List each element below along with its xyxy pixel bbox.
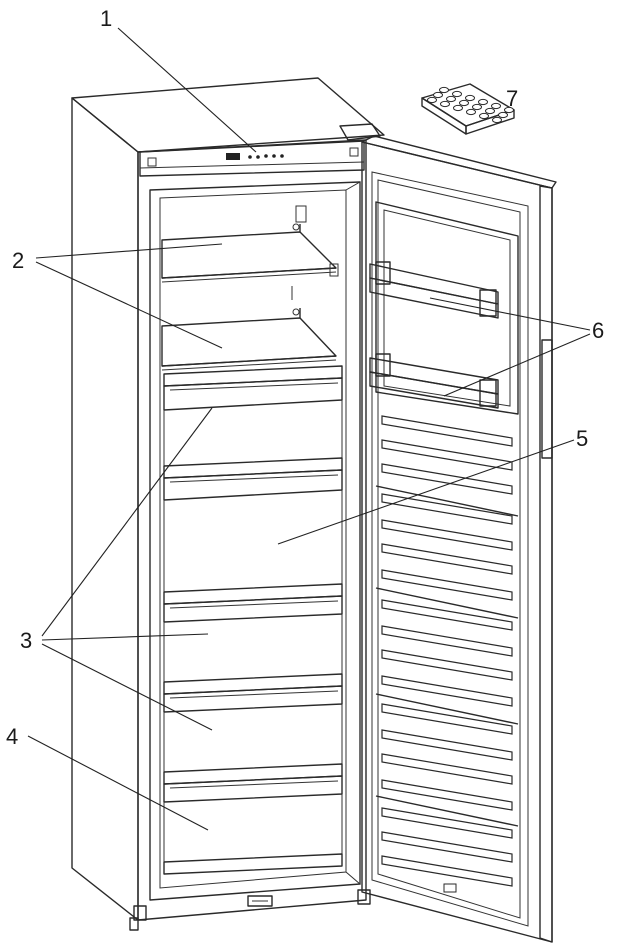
door-rib	[381, 807, 513, 839]
ice-tray-cell	[491, 102, 501, 110]
door-rib	[381, 463, 513, 495]
leader-3a	[41, 407, 213, 637]
ice-tray-cell	[446, 95, 456, 103]
ice-tray-cell	[465, 94, 475, 102]
ice-tray-cell	[492, 116, 502, 124]
drawers	[163, 365, 343, 875]
ice-tray-cell	[427, 96, 437, 104]
door-rib	[381, 519, 513, 551]
door	[361, 135, 557, 943]
leader-2a	[35, 243, 223, 259]
door-rib	[381, 855, 513, 887]
ice-tray-cell	[439, 86, 449, 94]
door-rib	[381, 831, 513, 863]
front-foot-left	[133, 905, 147, 921]
shelves	[161, 223, 339, 371]
door-bin-upper	[369, 261, 499, 319]
cabinet-top-panel	[71, 77, 385, 153]
callout-4: 4	[6, 724, 18, 749]
leader-4	[27, 735, 209, 831]
door-liner-divider	[375, 587, 519, 619]
control-panel	[139, 140, 365, 177]
ice-tray-cell	[485, 107, 495, 115]
ice-tray-cell	[478, 98, 488, 106]
door-rib	[381, 569, 513, 601]
display-icon	[226, 153, 240, 160]
door-rib	[381, 625, 513, 657]
leader-2b	[35, 261, 223, 349]
drawer-4	[163, 673, 343, 772]
cabinet-side-panel	[71, 97, 139, 921]
callout-6: 6	[592, 318, 604, 343]
leader-3c	[41, 643, 213, 731]
door-liner-divider	[375, 795, 519, 827]
door-rib	[381, 415, 513, 447]
door-liner-divider	[375, 485, 519, 517]
ice-tray-cell	[452, 90, 462, 98]
drawer-1	[163, 365, 343, 472]
ice-tray-cell	[453, 104, 463, 112]
door-rib	[381, 599, 513, 631]
door-rib	[381, 493, 513, 525]
door-bin-lower	[369, 353, 499, 409]
door-rib	[381, 703, 513, 735]
cabinet-front-frame	[137, 139, 367, 921]
ice-tray-cell	[479, 112, 489, 120]
drawer-bottom	[163, 763, 343, 875]
control-buttons	[248, 154, 284, 159]
door-liner-ribs	[375, 415, 519, 893]
door-rib	[381, 649, 513, 681]
callout-1: 1	[100, 6, 112, 31]
leader-3b	[41, 633, 209, 641]
door-rib	[381, 753, 513, 785]
leader-6b	[443, 333, 591, 397]
callout-labels: 1 2 3 4 5 6 7	[6, 6, 604, 749]
door-rib	[381, 779, 513, 811]
shelf-upper	[161, 223, 339, 283]
drawer-3	[163, 583, 343, 684]
drawer-2	[163, 457, 343, 594]
door-handle[interactable]	[541, 339, 553, 459]
ice-tray-cells	[427, 86, 514, 124]
leader-lines	[27, 27, 591, 831]
cabinet	[71, 77, 385, 931]
leader-1	[117, 27, 257, 153]
ice-tray-cell	[498, 111, 508, 119]
shelf-lower	[161, 286, 337, 371]
leader-6a	[429, 297, 591, 331]
leader-5	[277, 439, 575, 545]
ice-tray-cell	[504, 106, 514, 114]
bottom-grille	[247, 895, 273, 907]
door-rib	[381, 543, 513, 575]
callout-5: 5	[576, 426, 588, 451]
front-foot-right	[357, 889, 371, 905]
door-bin-frame	[375, 201, 519, 415]
door-latch	[443, 883, 457, 893]
ice-tray-cell	[466, 108, 476, 116]
callout-2: 2	[12, 248, 24, 273]
hinge-right-icon	[349, 147, 359, 157]
callout-3: 3	[20, 628, 32, 653]
callout-7: 7	[506, 86, 518, 111]
ice-tray-cell	[459, 99, 469, 107]
ice-tray-cell	[433, 91, 443, 99]
inner-cavity	[149, 181, 361, 901]
door-liner-divider	[375, 693, 519, 725]
door-rib	[381, 439, 513, 471]
ice-tray-cell	[472, 103, 482, 111]
door-rib	[381, 729, 513, 761]
hinge-left-icon	[147, 157, 157, 167]
ice-tray	[421, 83, 515, 135]
ice-tray-cell	[440, 100, 450, 108]
door-rib	[381, 675, 513, 707]
